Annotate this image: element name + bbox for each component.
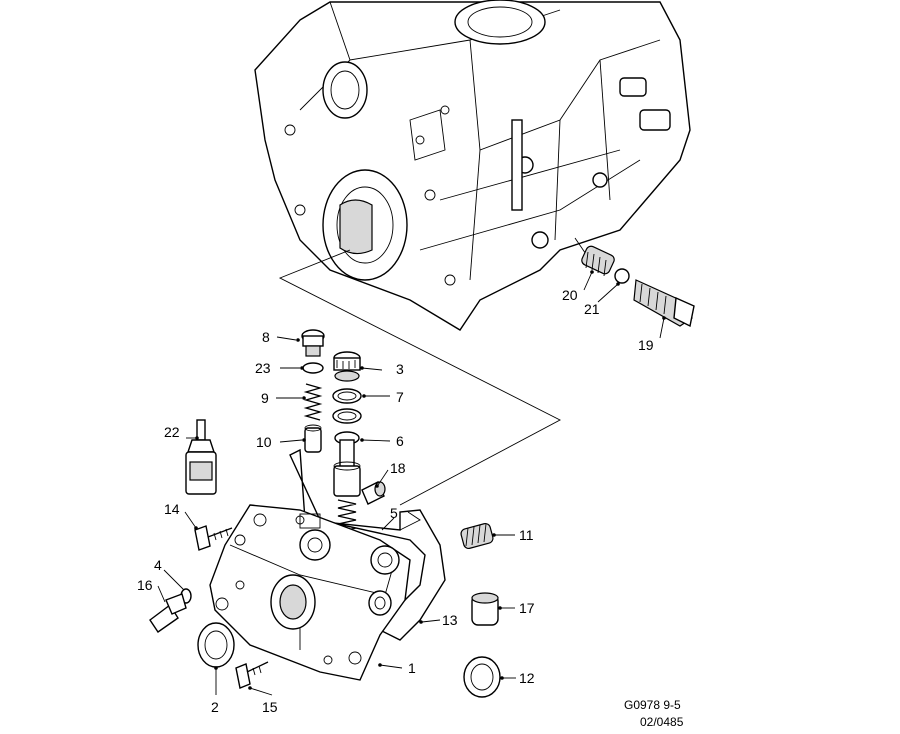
callout-10: 10 bbox=[256, 434, 272, 450]
spring-20 bbox=[581, 245, 615, 277]
callout-1: 1 bbox=[408, 660, 416, 676]
sleeve-10 bbox=[304, 424, 322, 453]
spring-9 bbox=[303, 383, 323, 421]
bushing-17 bbox=[471, 592, 499, 626]
callout-5: 5 bbox=[390, 505, 398, 521]
bolt-14 bbox=[194, 525, 233, 551]
leader-lines bbox=[157, 270, 666, 696]
callout-13: 13 bbox=[442, 612, 458, 628]
seal-ring-7b bbox=[332, 408, 362, 424]
callout-16: 16 bbox=[137, 577, 153, 593]
callout-9: 9 bbox=[261, 390, 269, 406]
plug-8 bbox=[301, 329, 325, 357]
callout-15: 15 bbox=[262, 699, 278, 715]
callout-22: 22 bbox=[164, 424, 180, 440]
callout-20: 20 bbox=[562, 287, 578, 303]
callout-11: 11 bbox=[519, 527, 534, 543]
callout-19: 19 bbox=[638, 337, 654, 353]
callout-3: 3 bbox=[396, 361, 404, 377]
drawing-code-line2: 02/0485 bbox=[640, 715, 684, 729]
plug-11 bbox=[460, 522, 494, 550]
callout-14: 14 bbox=[164, 501, 180, 517]
seal-12 bbox=[463, 656, 501, 698]
callout-7: 7 bbox=[396, 389, 404, 405]
sensor-16 bbox=[149, 593, 187, 633]
callout-8: 8 bbox=[262, 329, 270, 345]
piston-6 bbox=[333, 431, 361, 497]
callout-6: 6 bbox=[396, 433, 404, 449]
callout-21: 21 bbox=[584, 301, 600, 317]
bolt-15 bbox=[235, 661, 269, 689]
callout-2: 2 bbox=[211, 699, 219, 715]
o-ring-21 bbox=[614, 268, 630, 284]
seal-2 bbox=[197, 622, 235, 668]
plug-18 bbox=[361, 481, 386, 505]
oil-pump-housing bbox=[209, 504, 411, 681]
callout-18: 18 bbox=[390, 460, 406, 476]
gasket-13 bbox=[289, 448, 446, 641]
o-ring-7 bbox=[332, 388, 362, 404]
sealant-bottle-22 bbox=[185, 419, 217, 495]
washer-23 bbox=[302, 362, 324, 374]
engine-block bbox=[254, 0, 691, 331]
callout-12: 12 bbox=[519, 670, 535, 686]
callout-4: 4 bbox=[154, 557, 162, 573]
callout-17: 17 bbox=[519, 600, 535, 616]
plug-19 bbox=[633, 279, 695, 328]
callout-23: 23 bbox=[255, 360, 271, 376]
alignment-line bbox=[278, 249, 561, 506]
drawing-code-line1: G0978 9-5 bbox=[624, 698, 681, 712]
plug-3 bbox=[333, 351, 361, 382]
